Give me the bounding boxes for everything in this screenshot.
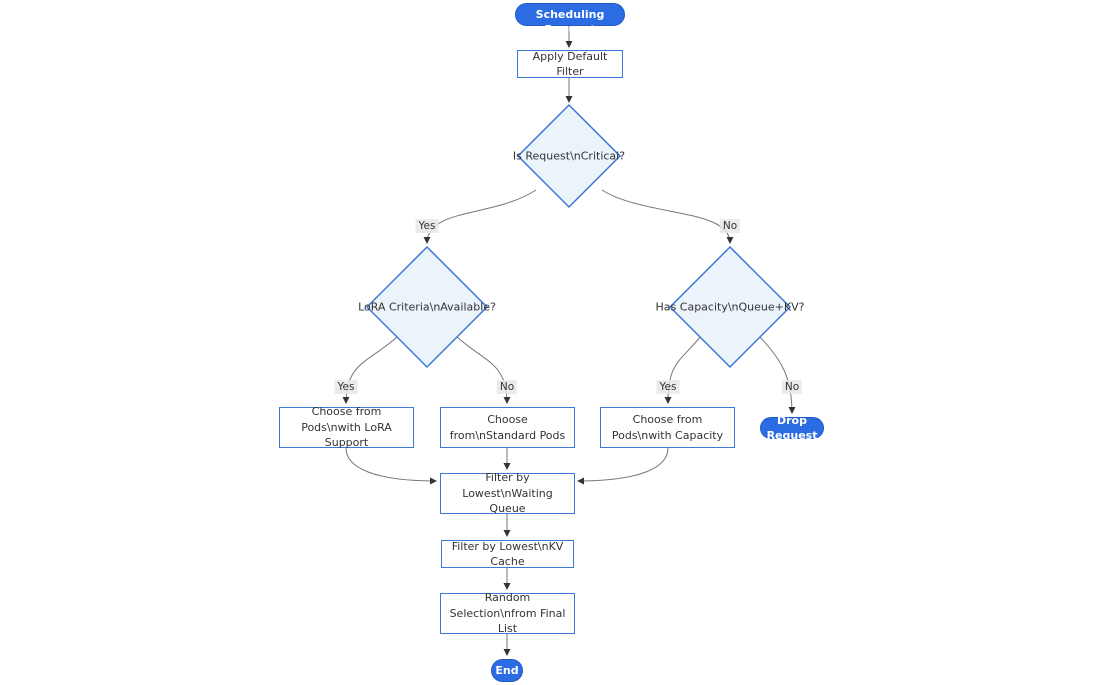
edge-choosecapacity-filterqueue (577, 447, 669, 485)
node-choose-capacity-pods: Choose from Pods\nwith Capacity (600, 407, 735, 448)
edge-label-critical-yes: Yes (415, 219, 439, 233)
edge-critical-no-capacity (601, 189, 734, 244)
decision-lora-available (365, 245, 489, 369)
node-start: Start Scheduling Request (515, 0, 625, 36)
edge-label-lora-no: No (496, 380, 518, 394)
edge-label-critical-no: No (719, 219, 741, 233)
node-choose-lora-pods: Choose from Pods\nwith LoRA Support (279, 405, 414, 449)
node-filter-kv-cache: Filter by Lowest\nKV Cache (441, 540, 574, 568)
edge-critical-yes-lora (423, 189, 537, 244)
edge-label-lora-yes: Yes (334, 380, 358, 394)
decision-has-capacity (668, 245, 792, 369)
node-filter-waiting-queue: Filter by Lowest\nWaiting Queue (440, 471, 575, 515)
node-random-selection: Random Selection\nfrom Final List (440, 591, 575, 635)
edge-label-capacity-yes: Yes (656, 380, 680, 394)
node-choose-standard-pods: Choose from\nStandard Pods (440, 407, 575, 448)
node-drop-request: Drop Request (760, 414, 824, 442)
node-apply-default-filter: Apply Default Filter (517, 50, 623, 78)
edge-capacity-no-drop (758, 335, 796, 414)
edge-label-capacity-no: No (781, 380, 803, 394)
edge-chooselora-filterqueue (345, 447, 437, 485)
decision-is-critical (516, 103, 622, 209)
node-end: End (491, 659, 523, 682)
